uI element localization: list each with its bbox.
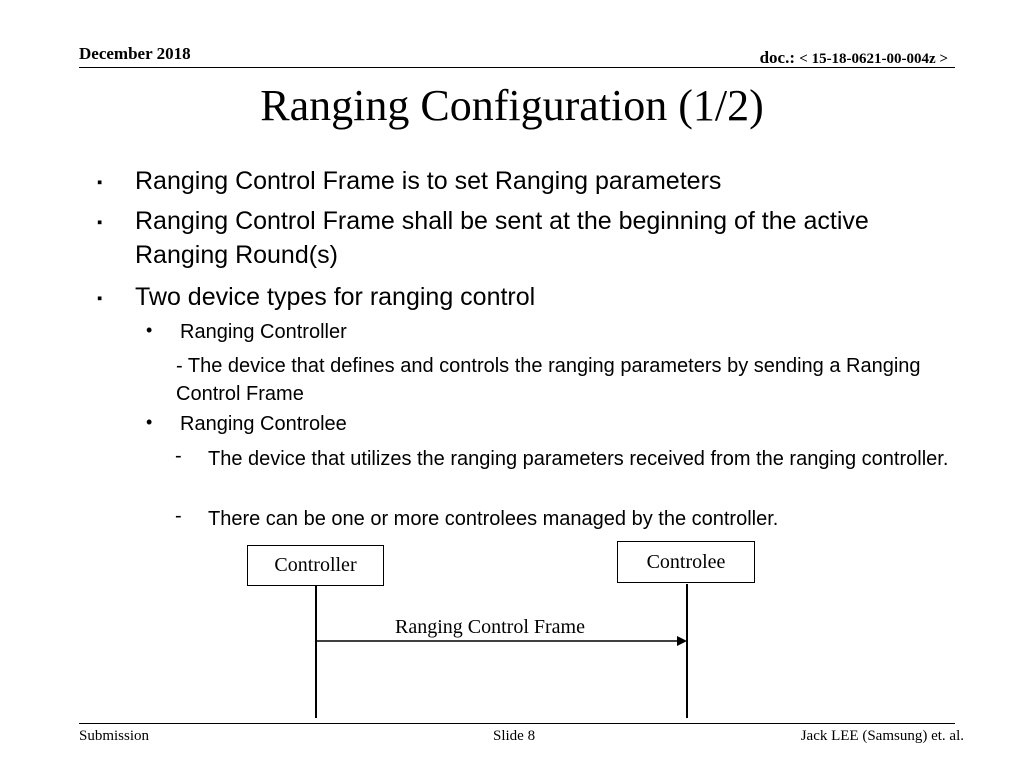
sub-bullet-controlee: Ranging Controlee (180, 413, 347, 435)
header-doc-prefix: doc.: (759, 48, 800, 67)
controller-box-label: Controller (274, 554, 357, 576)
dash-marker-2: - (175, 505, 182, 527)
footer-slide-number: Slide 8 (493, 728, 536, 744)
sub-bullet-marker-1: • (146, 320, 153, 340)
bullet-marker-1: ▪ (97, 174, 103, 191)
controlee-box-label: Controlee (646, 550, 726, 573)
bullet-3-text: Two device types for ranging control (135, 283, 536, 311)
bullet-marker-2: ▪ (97, 214, 103, 231)
bullet-marker-3: ▪ (97, 290, 103, 307)
footer-author: Jack LEE (Samsung) et. al. (800, 728, 964, 744)
footer-submission: Submission (79, 728, 150, 744)
sub-bullet-controller: Ranging Controller (180, 321, 347, 343)
slide-title: Ranging Configuration (1/2) (260, 81, 764, 130)
bullet-2-text: Ranging Control Frame shall be sent at t… (135, 207, 869, 269)
controller-description: - The device that defines and controls t… (176, 355, 921, 405)
footer-divider (79, 723, 955, 724)
controller-lifeline (315, 585, 317, 718)
header-doc-id: doc.: < 15-18-0621-00-004z > (760, 48, 948, 68)
header-divider (79, 67, 955, 68)
ranging-control-frame-arrow (315, 636, 687, 646)
controlee-box: Controlee (617, 541, 755, 583)
sub-bullet-marker-2: • (146, 412, 153, 432)
controlee-description-1: The device that utilizes the ranging par… (208, 448, 949, 470)
header-doc-number: < 15-18-0621-00-004z > (799, 51, 948, 67)
header-date: December 2018 (79, 44, 191, 63)
dash-marker-1: - (175, 445, 182, 467)
bullet-1-text: Ranging Control Frame is to set Ranging … (135, 167, 722, 195)
controlee-lifeline (686, 584, 688, 718)
controlee-description-2: There can be one or more controlees mana… (208, 508, 779, 530)
controller-box: Controller (247, 545, 384, 586)
arrow-label: Ranging Control Frame (395, 616, 585, 638)
arrow-head (677, 636, 687, 646)
